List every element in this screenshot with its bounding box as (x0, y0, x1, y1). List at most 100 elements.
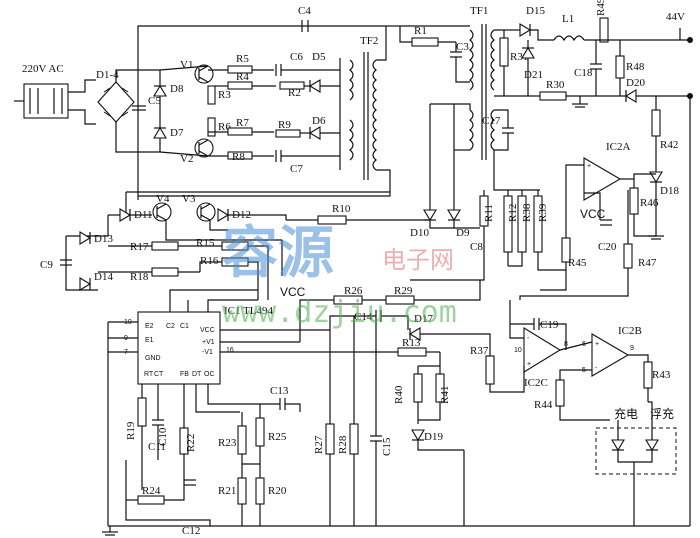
label-r31: R31 (510, 51, 528, 63)
svg-text:DT: DT (192, 371, 202, 378)
vcc-label-right: VCC (580, 207, 606, 221)
capacitor-c12 (184, 479, 196, 486)
bridge-rectifier (97, 81, 135, 123)
label-c15: C15 (381, 437, 393, 456)
resistor-r20 (255, 477, 265, 505)
label-r22: R22 (185, 434, 197, 452)
diode-d5 (308, 79, 321, 93)
watermark-cn: 容源 (222, 221, 334, 286)
svg-text:-: - (595, 365, 598, 372)
label-d20: D20 (626, 77, 645, 89)
resistor-r13 (397, 347, 427, 357)
label-v2: V2 (180, 153, 193, 165)
resistor-r28 (349, 423, 359, 455)
label-c20: C20 (598, 241, 617, 253)
label-d17: D17 (414, 313, 433, 325)
inductor-l1 (553, 35, 585, 42)
diode-d13 (79, 231, 92, 245)
label-d5: D5 (312, 51, 326, 63)
label-v3: V3 (182, 193, 196, 205)
ac-input-label: 220V AC (22, 63, 64, 75)
svg-text:E1: E1 (145, 337, 154, 344)
resistor-r4 (227, 81, 253, 90)
resistor-r49 (599, 17, 609, 43)
label-c7: C7 (290, 163, 303, 175)
opamp-ic2c: - + (523, 327, 562, 373)
resistor-r23 (237, 425, 247, 455)
label-r28: R28 (337, 435, 349, 454)
resistor-r1 (411, 37, 439, 47)
label-r16: R16 (200, 255, 219, 267)
label-r26: R26 (344, 285, 363, 297)
ac-input-connector (14, 83, 69, 119)
label-r24: R24 (142, 485, 161, 497)
resistor-r17 (151, 241, 179, 251)
capacitor-c19 (533, 318, 540, 330)
label-ic1: IC1 TL494 (224, 305, 273, 317)
diode-d20 (624, 89, 637, 103)
resistor-r30 (539, 91, 567, 101)
capacitor-c10 (152, 419, 164, 426)
opamp-ic2a: + - (583, 157, 622, 201)
label-v1: V1 (180, 59, 193, 71)
label-r21: R21 (218, 485, 236, 497)
label-r15: R15 (196, 237, 215, 249)
watermark-cn-sub: 电子网 (382, 246, 454, 274)
svg-text:CT: CT (154, 371, 164, 378)
capacitor-c17 (502, 127, 514, 134)
svg-text:-V1: -V1 (202, 349, 213, 356)
vcc-label-left: VCC (280, 285, 306, 299)
transistor-v2 (194, 138, 214, 158)
diode-d14 (79, 277, 92, 291)
resistor-r9 (275, 129, 301, 138)
resistor-r47 (623, 243, 633, 269)
label-r17: R17 (130, 241, 149, 253)
label-c13: C13 (270, 385, 289, 397)
label-d9: D9 (456, 227, 470, 239)
label-r29: R29 (394, 285, 413, 297)
label-ic2b: IC2B (618, 325, 642, 337)
label-r30: R30 (546, 79, 565, 91)
svg-text:9: 9 (630, 345, 634, 352)
svg-text:E2: E2 (145, 323, 154, 330)
svg-text:OC: OC (204, 371, 215, 378)
resistor-r3 (207, 85, 216, 105)
label-l1: L1 (562, 13, 574, 25)
led-module (595, 427, 677, 475)
svg-text:GND: GND (145, 355, 161, 362)
label-r4: R4 (236, 71, 249, 83)
label-c4: C4 (298, 5, 311, 17)
label-float-led: 浮充 (650, 406, 674, 421)
label-r25: R25 (268, 431, 287, 443)
label-r46: R46 (640, 197, 659, 209)
label-c12: C12 (182, 525, 200, 537)
label-r1: R1 (414, 25, 427, 37)
diode-d8 (153, 84, 167, 97)
label-r10: R10 (332, 203, 351, 215)
resistor-r48 (615, 55, 625, 79)
svg-text:+: + (587, 163, 591, 170)
label-d18: D18 (660, 185, 679, 197)
label-d19: D19 (424, 431, 443, 443)
label-d15: D15 (526, 5, 545, 17)
diode-d12 (217, 208, 230, 222)
svg-text:10: 10 (514, 347, 522, 354)
label-r9: R9 (278, 119, 291, 131)
label-r43: R43 (652, 369, 671, 381)
label-r20: R20 (268, 485, 287, 497)
svg-text:-: - (527, 335, 530, 342)
label-ic2a: IC2A (606, 141, 631, 153)
label-ic2c: IC2C (524, 377, 548, 389)
label-c14: C14 (354, 311, 373, 323)
label-r48: R48 (626, 61, 645, 73)
label-r11: R11 (483, 204, 495, 222)
output-voltage-label: 44V (666, 11, 685, 23)
label-c18: C18 (574, 67, 593, 79)
diode-d10 (423, 209, 437, 222)
label-r7: R7 (236, 117, 249, 129)
label-r42: R42 (660, 139, 678, 151)
label-r47: R47 (638, 257, 657, 269)
label-c5: C5 (148, 95, 161, 107)
transistor-v4 (152, 202, 172, 222)
transformer-tf2 (339, 52, 377, 180)
